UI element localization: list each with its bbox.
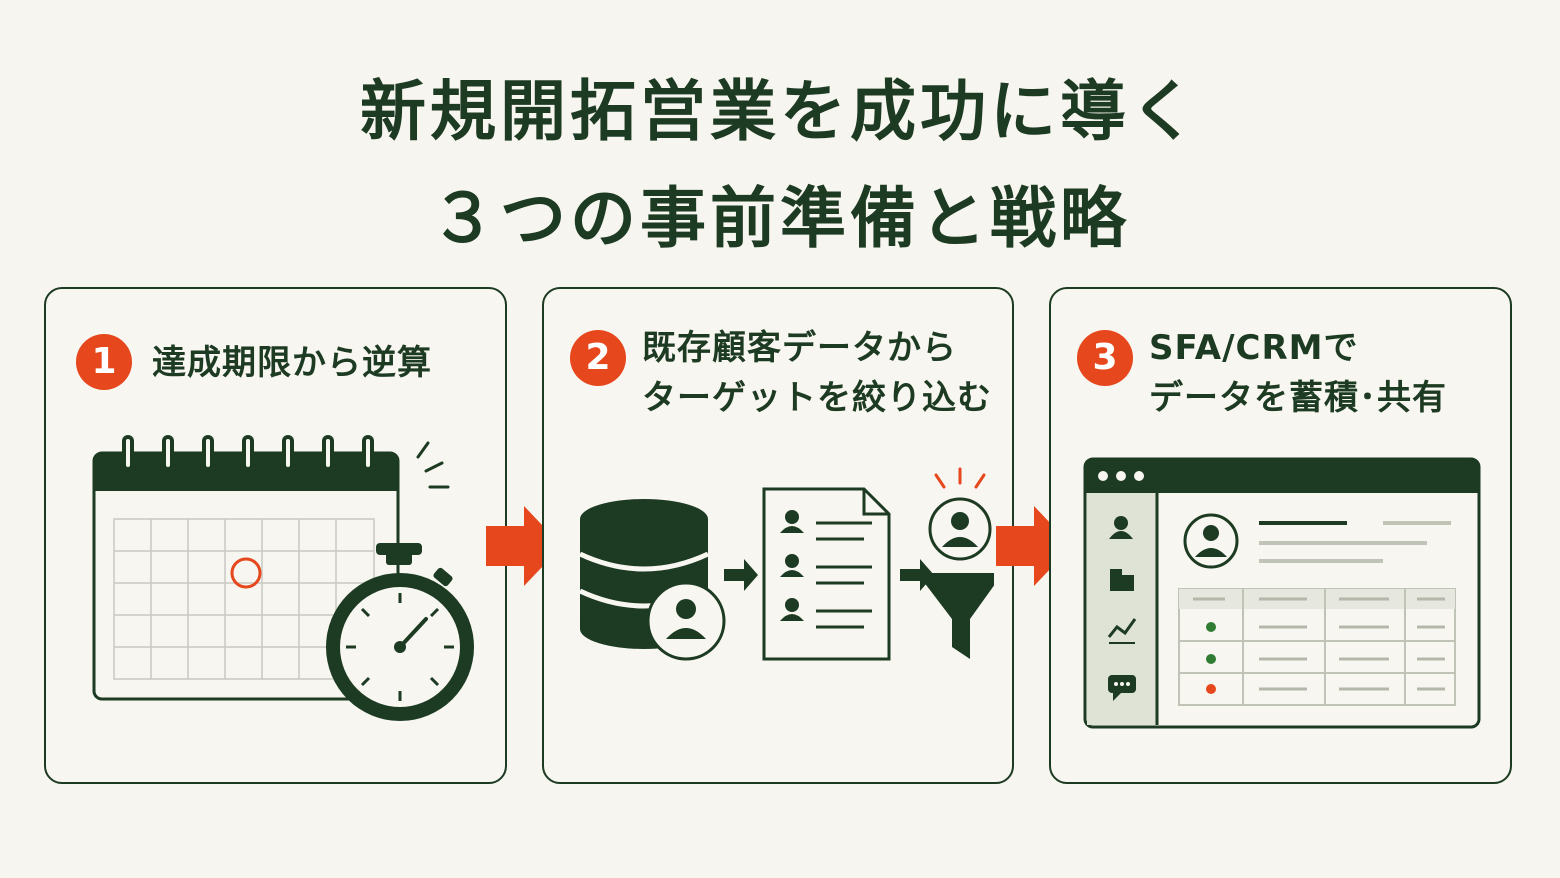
stopwatch-icon	[326, 441, 474, 721]
calendar-icon	[92, 435, 400, 701]
step-number-badge-2: 2	[570, 330, 626, 386]
step-card-1: 1 達成期限から逆算	[44, 287, 507, 784]
calendar-stopwatch-illustration	[92, 435, 474, 721]
small-arrow-icon	[724, 559, 758, 591]
step-label-3-line1: SFA/CRMで	[1149, 328, 1359, 368]
crm-window-icon	[1083, 457, 1481, 729]
main-title-line1: 新規開拓営業を成功に導く	[360, 73, 1200, 150]
main-title-line2: ３つの事前準備と戦略	[430, 180, 1130, 257]
database-user-icon	[578, 499, 726, 661]
step-number-badge-1: 1	[76, 334, 132, 390]
step-card-3: 3 SFA/CRMで データを蓄積･共有	[1049, 287, 1512, 784]
step-label-2-line1: 既存顧客データから	[642, 328, 957, 368]
target-narrowing-illustration	[578, 467, 994, 661]
document-list-icon	[762, 487, 891, 661]
funnel-target-icon	[917, 467, 994, 659]
step-number-badge-3: 3	[1077, 330, 1133, 386]
step-label-3-line2: データを蓄積･共有	[1149, 378, 1447, 418]
step-label-1: 達成期限から逆算	[152, 343, 432, 383]
step-card-2: 2 既存顧客データから ターゲットを絞り込む	[542, 287, 1014, 784]
step-label-2-line2: ターゲットを絞り込む	[642, 378, 992, 418]
